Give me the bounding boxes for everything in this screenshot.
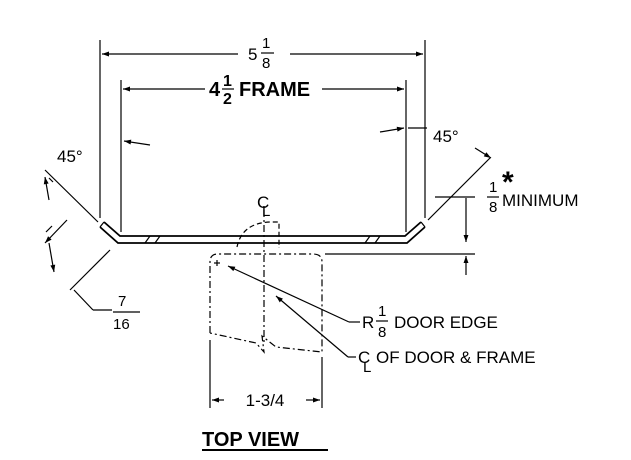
centerline-note-c: C [358, 348, 370, 367]
radius-r: R [362, 313, 374, 332]
frame-width-numerator: 1 [223, 73, 232, 90]
centerline-top-c: C [257, 193, 269, 212]
radius-denominator: 8 [378, 324, 386, 341]
minimum-label: MINIMUM [502, 191, 578, 210]
frame-profile [99, 221, 426, 244]
frame-width-dimension: 4 1 2 FRAME [123, 73, 404, 108]
right-angle-dimension: 45° [433, 127, 492, 159]
minimum-denominator: 8 [489, 199, 497, 216]
lip-numerator: 7 [118, 293, 126, 310]
lip-dimension: 7 16 [44, 219, 140, 333]
angle-right-label: 45° [433, 127, 459, 146]
radius-leader: R 1 8 DOOR EDGE [227, 265, 498, 341]
overall-width-dimension: 5 1 8 [102, 35, 423, 72]
frame-width-denominator: 2 [223, 91, 232, 108]
extension-lines [44, 40, 491, 291]
minimum-gap-dimension: 1 8 MINIMUM * [463, 166, 578, 275]
view-title: TOP VIEW [202, 429, 328, 451]
centerline-note-label: OF DOOR & FRAME [376, 348, 536, 367]
angle-left-label: 45° [57, 147, 83, 166]
door-thickness-dimension: 1-3/4 [209, 340, 323, 410]
door-thickness-label: 1-3/4 [246, 391, 285, 410]
frame-width-label: FRAME [239, 79, 310, 101]
radius-label: DOOR EDGE [394, 313, 498, 332]
overall-width-numerator: 1 [262, 35, 270, 52]
centerline: C L [236, 193, 280, 345]
minimum-asterisk: * [502, 166, 514, 199]
overall-width-whole: 5 [248, 45, 257, 64]
view-title-text: TOP VIEW [202, 429, 299, 451]
centerline-top-l: L [262, 203, 270, 220]
centerline-note-l: L [363, 359, 371, 376]
lip-denominator: 16 [113, 316, 130, 333]
centerline-leader: C L OF DOOR & FRAME [275, 295, 536, 376]
minimum-numerator: 1 [489, 179, 497, 196]
angle-leaders [123, 126, 427, 146]
door-outline [209, 253, 323, 354]
left-angle-dimension: 45° [43, 147, 83, 201]
frame-width-whole: 4 [209, 79, 221, 101]
overall-width-denominator: 8 [262, 55, 270, 72]
radius-numerator: 1 [378, 303, 386, 320]
